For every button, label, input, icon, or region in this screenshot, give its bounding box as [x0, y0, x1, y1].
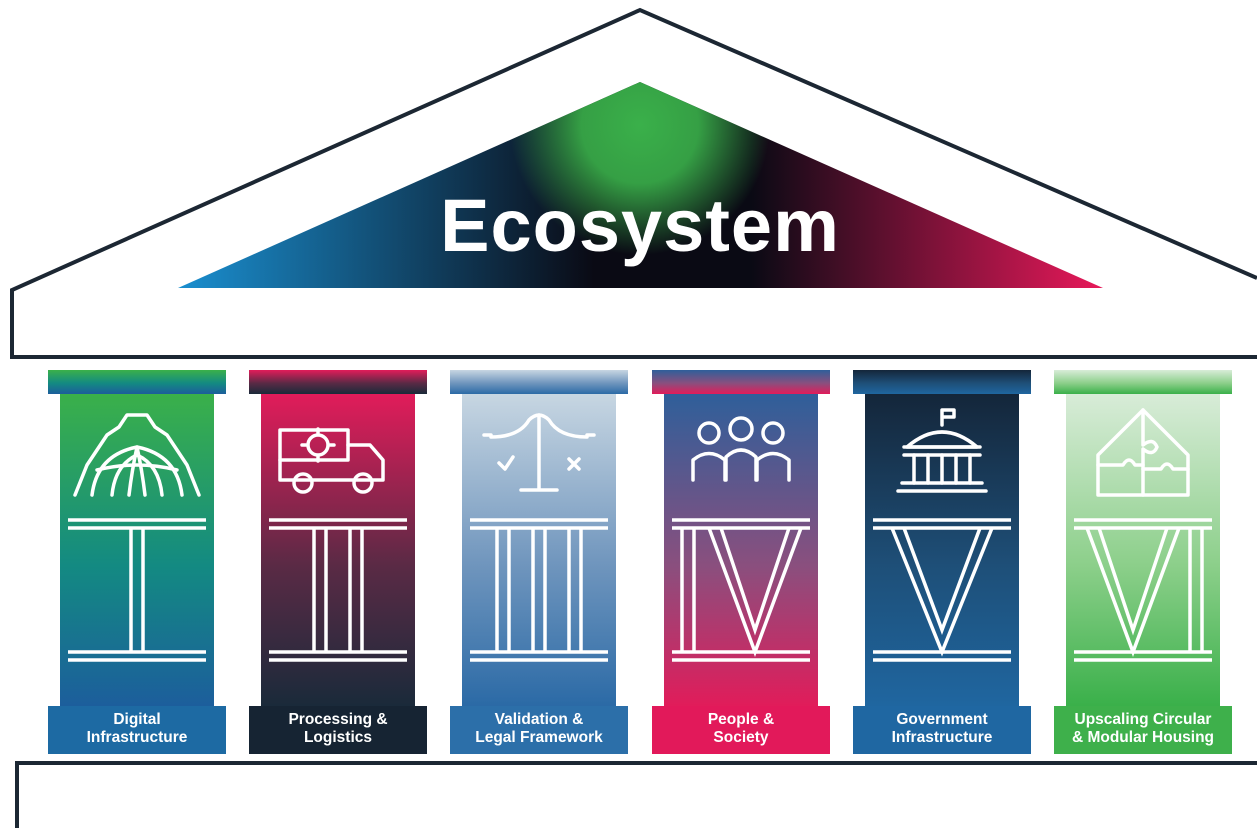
pillar-shape: [1054, 370, 1232, 754]
roman-numeral-iii: [470, 518, 608, 662]
pillar-i: Digital Infrastructure: [48, 370, 226, 755]
ecosystem-title: Ecosystem: [440, 184, 840, 267]
scales-icon: [482, 413, 596, 492]
pillar-label: Processing & Logistics: [288, 711, 388, 746]
roman-numeral-v: [873, 518, 1011, 662]
puzzle-house-icon: [1096, 408, 1190, 497]
people-icon: [691, 416, 791, 482]
pillar-label: Upscaling Circular & Modular Housing: [1071, 711, 1215, 746]
pillar-shape: [652, 370, 830, 754]
pillar-label: Digital Infrastructure: [86, 711, 188, 746]
pillar-label: Government Infrastructure: [891, 711, 993, 746]
government-building-icon: [896, 408, 988, 493]
roman-numeral-vi: [1074, 518, 1212, 662]
pillar-iii: Validation & Legal Framework: [450, 370, 628, 755]
gear-globe-icon: [73, 413, 201, 497]
roman-numeral-ii: [269, 518, 407, 662]
pillar-shape: [450, 370, 628, 754]
base-outline: [15, 761, 1257, 828]
pillar-shape: [853, 370, 1031, 754]
roman-numeral-i: [68, 518, 206, 662]
pillar-shape: [249, 370, 427, 754]
pillar-ii: Processing & Logistics: [249, 370, 427, 755]
roof-glow: [178, 82, 1103, 288]
roof-outline: [10, 7, 1257, 359]
pillar-iv: People & Society: [652, 370, 830, 755]
roman-numeral-iv: [672, 518, 810, 662]
pillar-v: Government Infrastructure: [853, 370, 1031, 755]
pillar-vi: Upscaling Circular & Modular Housing: [1054, 370, 1232, 755]
truck-gear-icon: [278, 427, 385, 494]
pillar-label: People & Society: [707, 711, 775, 746]
pillar-label: Validation & Legal Framework: [475, 711, 603, 746]
pillar-shape: [48, 370, 226, 754]
